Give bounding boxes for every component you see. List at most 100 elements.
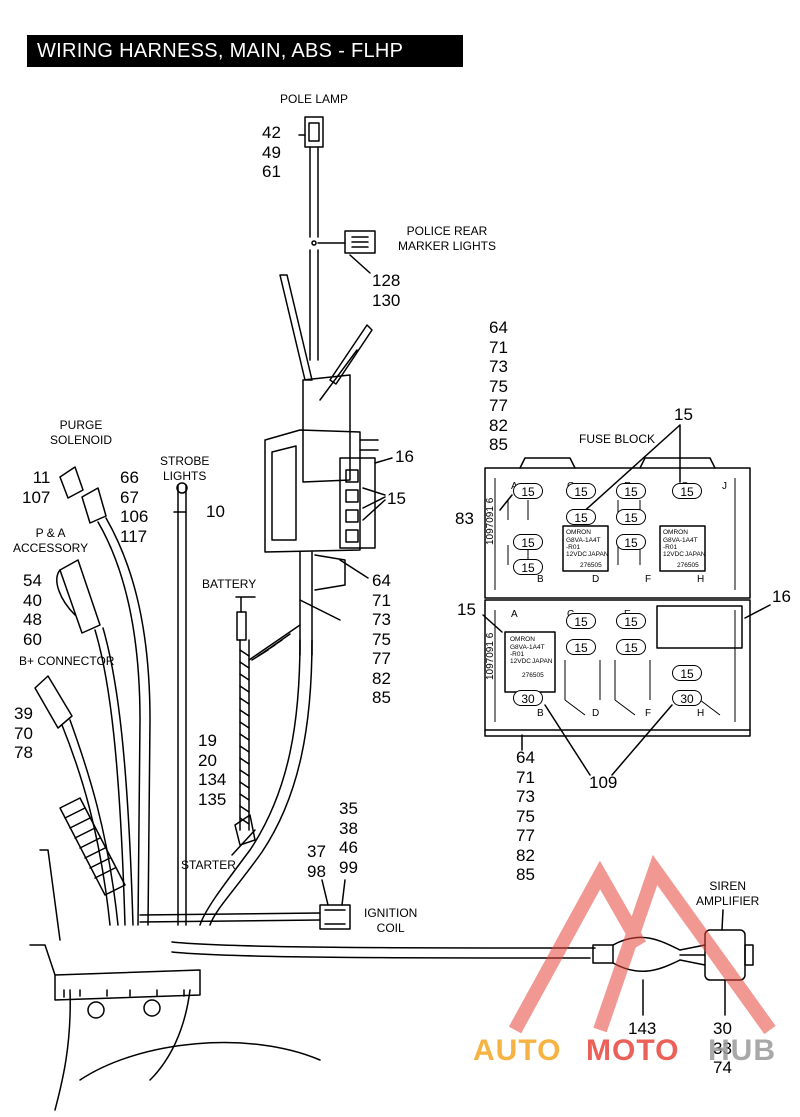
callout-fuse-block-top: 64 71 73 75 77 82 85	[489, 318, 508, 455]
relay1-code: -R01	[566, 544, 580, 551]
label-purge-solenoid: PURGE SOLENOID	[50, 418, 113, 447]
callout-item: 74	[713, 1058, 732, 1077]
relay2-model: G8VA-1A4T	[663, 537, 698, 544]
callout-item: 75	[516, 806, 535, 826]
callout-harness-mid: 64 71 73 75 77 82 85	[372, 571, 391, 708]
callout-b-plus: 39 70 78	[14, 704, 33, 763]
fuse-15-e1: 15	[616, 483, 646, 499]
fuse-30-g: 30	[672, 690, 702, 706]
page-title: WIRING HARNESS, MAIN, ABS - FLHP	[27, 35, 463, 67]
fb-part-no-upper: 1097091 6	[485, 497, 496, 545]
callout-item: 33	[713, 1038, 732, 1058]
callout-item: 61	[262, 162, 281, 181]
callout-item: 11	[32, 468, 51, 487]
fuse-15-e5: 15	[616, 639, 646, 655]
callout-item: 42	[262, 123, 281, 142]
relay1-date: 276505	[580, 562, 602, 569]
callout-item: 19	[198, 731, 217, 750]
callout-item: 70	[14, 723, 33, 743]
label-ignition-coil: IGNITION COIL	[364, 906, 418, 935]
callout-item: 71	[489, 337, 508, 357]
fb-row-b: B	[537, 574, 544, 585]
fb-row-b2: B	[537, 708, 544, 719]
fuse-15-c4: 15	[566, 639, 596, 655]
callout-item: 71	[516, 767, 535, 787]
relay2-date: 276505	[677, 562, 699, 569]
callout-item: 64	[516, 748, 535, 767]
fuse-block-lower	[484, 599, 751, 731]
callout-item: 49	[262, 142, 281, 162]
callout-pa-accessory: 54 40 48 60	[23, 571, 42, 649]
fuse-15-c3: 15	[566, 613, 596, 629]
relay2-origin: JAPAN	[685, 551, 706, 558]
label-pa-accessory: P & A ACCESSORY	[13, 526, 89, 555]
relay3-date: 276505	[522, 672, 544, 679]
callout-ignition-a: 35 38 46 99	[339, 799, 358, 877]
callout-accessory-wire: 66 67 106 117	[120, 468, 148, 546]
fuse-15-g2: 15	[672, 665, 702, 681]
callout-15: 15	[387, 489, 406, 508]
callout-item: 66	[120, 468, 139, 487]
callout-item: 60	[23, 629, 42, 649]
b-plus-connector	[34, 675, 73, 729]
relay1-brand: OMRON	[566, 529, 591, 536]
pole-lamp-wire	[309, 146, 319, 238]
callout-item: 39	[14, 704, 33, 723]
callout-16: 16	[395, 447, 414, 466]
accessory-wire	[94, 629, 126, 926]
strobe-wire	[177, 484, 187, 926]
fb-row-f: F	[645, 574, 651, 585]
relay1-origin: JAPAN	[588, 551, 609, 558]
label-siren-amplifier: SIREN AMPLIFIER	[696, 879, 760, 908]
callout-item: 82	[372, 668, 391, 688]
battery-cable	[239, 639, 250, 831]
callout-item: 130	[372, 290, 401, 310]
callout-83: 83	[455, 509, 474, 528]
relay2-code: -R01	[663, 544, 677, 551]
callout-item: 85	[516, 865, 535, 884]
callout-item: 85	[489, 435, 508, 454]
fuse-15-a1: 15	[513, 483, 543, 499]
relay2-brand: OMRON	[663, 529, 688, 536]
callout-battery-cable: 19 20 134 135	[198, 731, 226, 809]
callout-fb-15-left: 15	[457, 600, 476, 619]
callout-item: 71	[372, 590, 391, 610]
callout-item: 117	[120, 526, 148, 546]
callout-fb-16-right: 16	[772, 587, 791, 606]
fuse-30-a: 30	[513, 690, 543, 706]
fb-row-j: J	[722, 481, 727, 492]
label-starter: STARTER	[181, 858, 236, 872]
label-marker-lights: POLICE REAR MARKER LIGHTS	[398, 224, 497, 253]
siren-wire	[171, 941, 596, 959]
relay3-voltage: 12VDC	[510, 658, 531, 665]
watermark-hub: HUB	[708, 1034, 776, 1067]
callout-item: 75	[372, 629, 391, 649]
relay3-code: -R01	[510, 651, 524, 658]
callout-ignition-b: 37 98	[307, 842, 326, 881]
fb-row-h: H	[697, 574, 704, 585]
battery-terminal	[236, 611, 247, 641]
callout-item: 40	[23, 590, 42, 610]
relay1-voltage: 12VDC	[566, 551, 587, 558]
callout-item: 77	[516, 826, 535, 845]
relay-2	[659, 525, 706, 572]
bracket-left	[279, 274, 313, 381]
marker-lights-connector	[344, 230, 376, 254]
mount-bracket	[54, 969, 201, 1001]
callout-item: 64	[489, 318, 508, 337]
callout-item: 107	[22, 487, 51, 507]
fuse-15-a2: 15	[513, 534, 543, 550]
accessory-connector	[59, 559, 101, 634]
callout-pole-lamp: 42 49 61	[262, 123, 281, 182]
callout-item: 54	[23, 571, 42, 590]
callout-item: 67	[120, 487, 139, 507]
callout-item: 73	[372, 610, 391, 629]
callout-item: 38	[339, 818, 358, 838]
callout-item: 99	[339, 857, 358, 877]
fb-row-d2: D	[592, 708, 599, 719]
fb-row-h2: H	[697, 708, 704, 719]
fuse-15-e4: 15	[616, 613, 646, 629]
relay-4	[656, 605, 743, 649]
